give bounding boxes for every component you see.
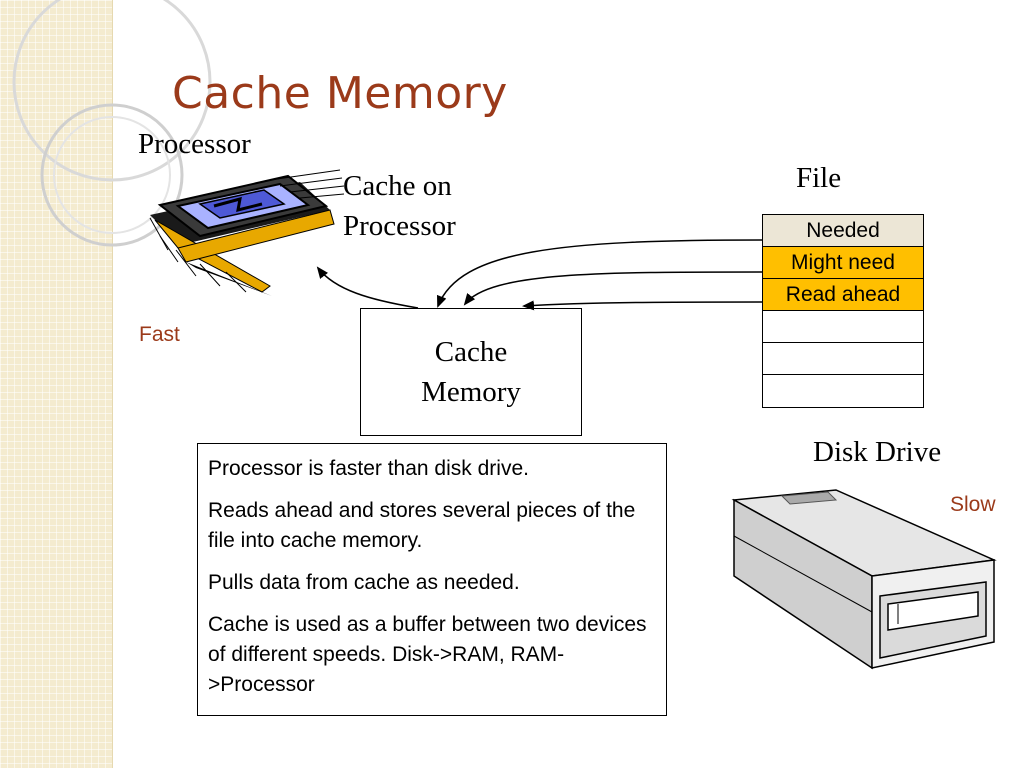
processor-label: Processor — [138, 128, 251, 160]
file-block-read-ahead: Read ahead — [763, 279, 923, 311]
cache-on-line1: Cache on — [343, 170, 452, 202]
notes-box: Processor is faster than disk drive. Rea… — [197, 443, 667, 716]
note-item: Processor is faster than disk drive. — [208, 457, 529, 480]
cache-on-line2: Processor — [343, 210, 456, 242]
arrow-read-ahead-to-cache — [522, 300, 763, 311]
note-item: Reads ahead and stores several pieces of… — [208, 499, 636, 552]
chip-pins — [150, 182, 335, 296]
slide-title: Cache Memory — [172, 68, 508, 119]
arrow-might-need-to-cache — [463, 271, 763, 306]
file-block-empty — [763, 311, 923, 343]
slow-label: Slow — [950, 493, 996, 516]
chip-edge-stripes — [149, 169, 345, 293]
cache-memory-line2: Memory — [421, 376, 521, 408]
arrow-needed-to-cache — [437, 239, 763, 308]
file-block-might-need: Might need — [763, 247, 923, 279]
file-block-needed: Needed — [763, 215, 923, 247]
note-item: Pulls data from cache as needed. — [208, 571, 520, 594]
file-block-empty — [763, 343, 923, 375]
file-blocks-table: Needed Might need Read ahead — [762, 214, 924, 408]
fast-label: Fast — [139, 323, 180, 346]
cache-on-processor-label: Cache on Processor — [343, 166, 456, 246]
note-item: Cache is used as a buffer between two de… — [208, 613, 647, 696]
chip-body — [157, 174, 329, 238]
side-band — [0, 0, 113, 768]
file-block-empty — [763, 375, 923, 407]
file-label: File — [796, 162, 842, 194]
cache-memory-line1: Cache — [434, 336, 508, 368]
disk-drive-label: Disk Drive — [813, 436, 942, 468]
arrow-cache-to-processor — [316, 266, 419, 309]
cache-memory-box: Cache Memory — [360, 308, 582, 436]
